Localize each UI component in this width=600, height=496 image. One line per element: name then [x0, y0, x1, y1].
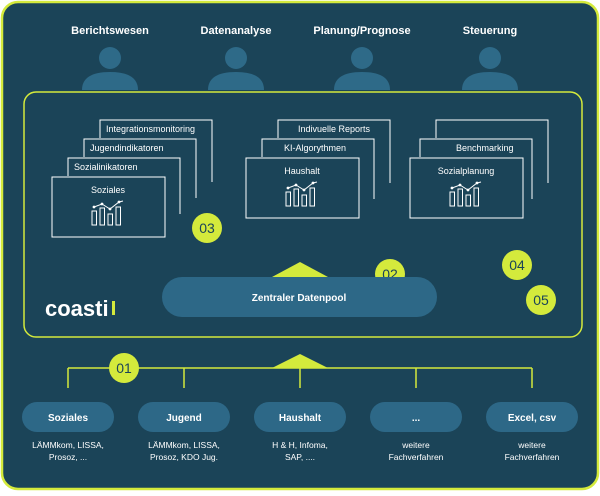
module-title: Soziales [91, 185, 126, 195]
datapool-arrow [272, 262, 328, 277]
datapool-label: Zentraler Datenpool [252, 293, 347, 304]
source-desc-line: H & H, Infoma, [272, 440, 328, 450]
badge-label: 01 [116, 360, 132, 376]
source-desc-line: weitere [401, 440, 430, 450]
badge-label: 05 [533, 292, 549, 308]
module-soziales [51, 119, 213, 238]
platform-frame [23, 91, 583, 338]
bar-chart-icon [449, 181, 482, 207]
badge-04: 04 [502, 250, 532, 280]
source-desc-line: LÄMMkom, LISSA, [32, 440, 104, 450]
source-desc-line: Prosoz, ... [49, 452, 87, 462]
badge-label: 04 [509, 257, 525, 273]
source-soziales: Soziales LÄMMkom, LISSA, Prosoz, ... [22, 402, 114, 462]
source-desc-line: Fachverfahren [505, 452, 560, 462]
person-icon [334, 47, 390, 90]
module-stack-label: Integrationsmonitoring [106, 124, 195, 134]
role-label-steuerung: Steuerung [463, 25, 517, 37]
source-label: Soziales [48, 413, 88, 424]
badge-05: 05 [526, 285, 556, 315]
module-title: Haushalt [284, 166, 320, 176]
source-haushalt: Haushalt H & H, Infoma, SAP, .... [254, 402, 346, 462]
source-desc-line: Prosoz, KDO Jug. [150, 452, 218, 462]
bar-chart-icon [91, 200, 124, 226]
coasti-logo: coasti [45, 296, 109, 321]
badge-03: 03 [192, 213, 222, 243]
source-label: Excel, csv [508, 413, 557, 424]
source-arrow [272, 354, 328, 368]
source-label: ... [412, 413, 421, 424]
source-further: ... weitere Fachverfahren [370, 402, 462, 462]
logo-accent [112, 301, 115, 315]
module-stack-label: Benchmarking [456, 143, 514, 153]
source-desc-line: LÄMMkom, LISSA, [148, 440, 220, 450]
person-icon [208, 47, 264, 90]
role-label-berichtswesen: Berichtswesen [71, 25, 149, 37]
source-jugend: Jugend LÄMMkom, LISSA, Prosoz, KDO Jug. [138, 402, 230, 462]
role-label-datenanalyse: Datenanalyse [201, 25, 272, 37]
person-icon [462, 47, 518, 90]
module-sozialplanung [409, 119, 549, 219]
source-excel-csv: Excel, csv weitere Fachverfahren [486, 402, 578, 462]
module-haushalt [245, 119, 391, 219]
bar-chart-icon [285, 181, 318, 207]
source-desc-line: weitere [517, 440, 546, 450]
module-stack-label: Indivuelle Reports [298, 124, 371, 134]
role-label-planung-prognose: Planung/Prognose [313, 25, 410, 37]
badge-label: 03 [199, 220, 215, 236]
source-label: Jugend [166, 413, 202, 424]
person-icons [82, 47, 518, 90]
module-stack-label: Jugendindikatoren [90, 143, 164, 153]
badge-01: 01 [109, 353, 139, 383]
datapool-pill [162, 277, 437, 317]
module-stack-label: KI-Algorythmen [284, 143, 346, 153]
source-label: Haushalt [279, 413, 322, 424]
source-desc-line: Fachverfahren [389, 452, 444, 462]
module-title: Sozialplanung [438, 166, 495, 176]
source-desc-line: SAP, .... [285, 452, 315, 462]
role-headers: Berichtswesen Datenanalyse Planung/Progn… [71, 25, 517, 37]
person-icon [82, 47, 138, 90]
module-stack-label: Sozialinikatoren [74, 162, 138, 172]
